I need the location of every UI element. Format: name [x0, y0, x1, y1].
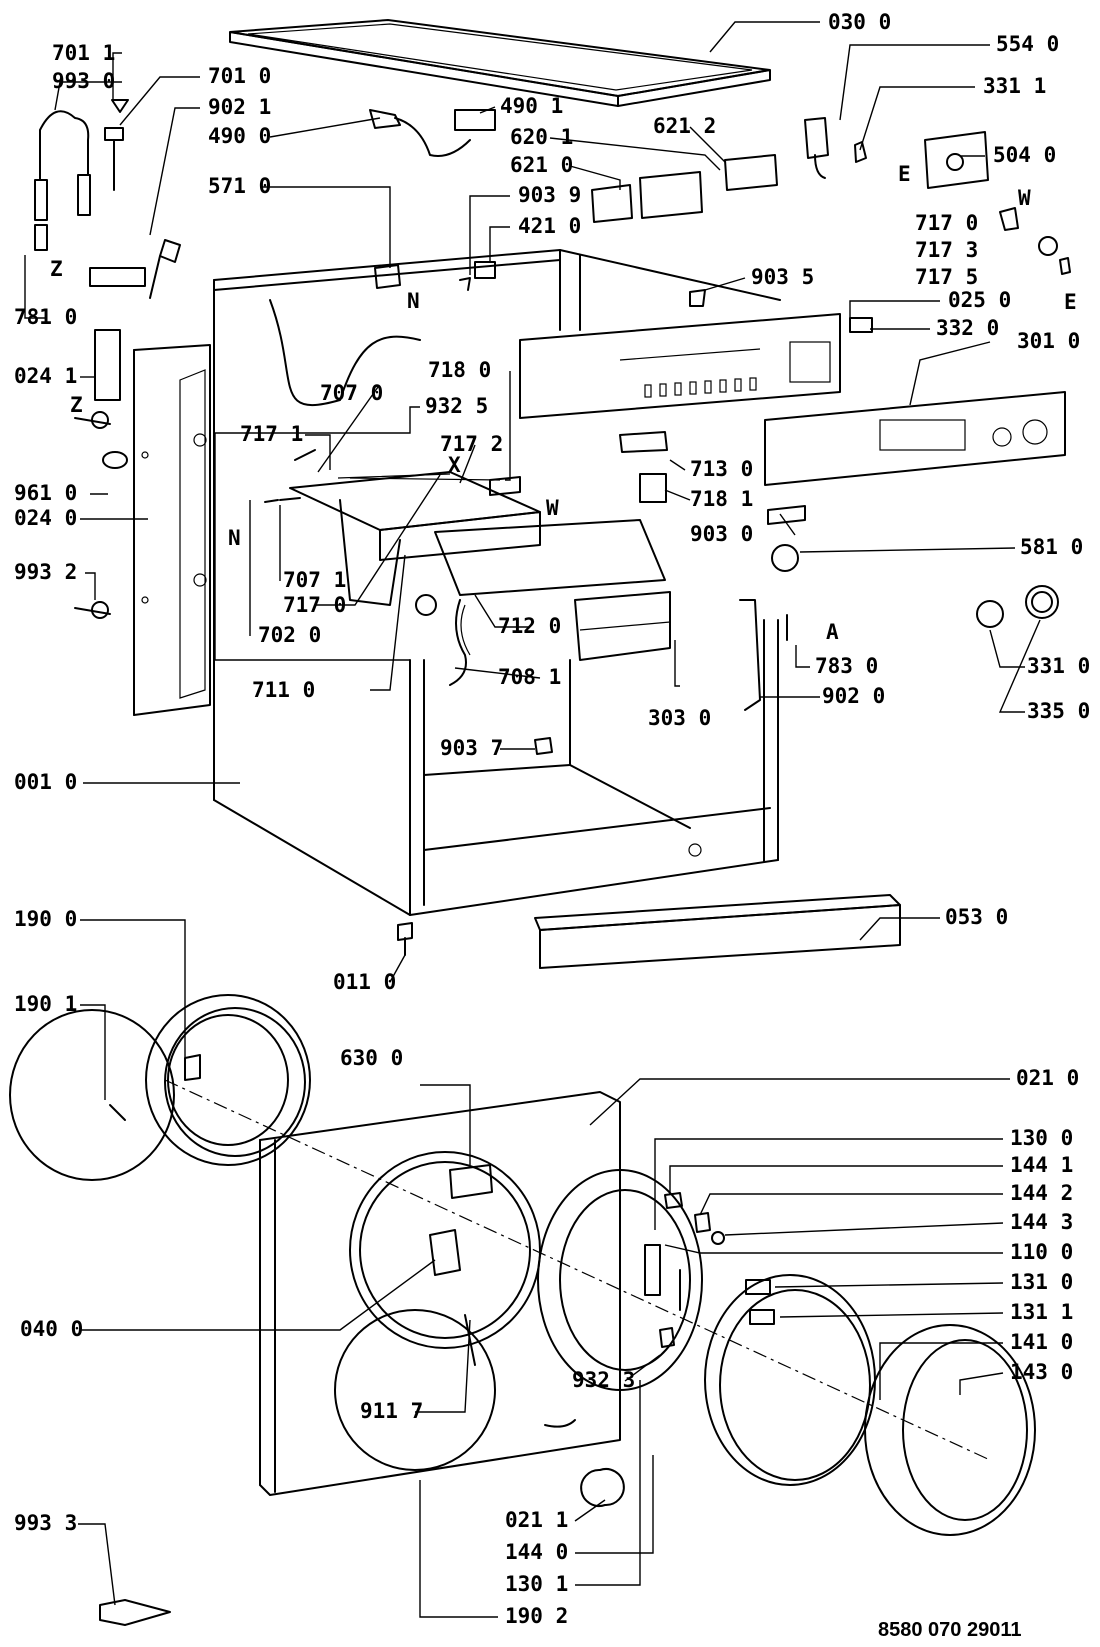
callout-130-0: 130 0 — [1010, 1126, 1073, 1150]
letter-w-1: W — [1018, 186, 1031, 210]
callout-621-0: 621 0 — [510, 153, 573, 177]
diagram-number: 8580 070 29011 — [878, 1619, 1022, 1641]
callout-707-0: 707 0 — [320, 381, 383, 405]
callout-030-0: 030 0 — [828, 10, 891, 34]
callout-708-1: 708 1 — [498, 665, 561, 689]
callout-303-0: 303 0 — [648, 706, 711, 730]
callout-932-3: 932 3 — [572, 1368, 635, 1392]
callout-718-1: 718 1 — [690, 487, 753, 511]
callout-011-0: 011 0 — [333, 970, 396, 994]
callout-702-0: 702 0 — [258, 623, 321, 647]
callout-961-0: 961 0 — [14, 481, 77, 505]
callout-021-1: 021 1 — [505, 1508, 568, 1532]
letter-w-2: W — [546, 496, 559, 520]
callout-335-0: 335 0 — [1027, 699, 1090, 723]
side-panel-part — [133, 344, 211, 716]
callout-110-0: 110 0 — [1010, 1240, 1073, 1264]
letter-n-1: N — [407, 289, 420, 313]
callout-141-0: 141 0 — [1010, 1330, 1073, 1354]
callout-131-0: 131 0 — [1010, 1270, 1073, 1294]
callout-902-1: 902 1 — [208, 95, 271, 119]
front-panel-part — [259, 1091, 621, 1496]
leader-lines — [24, 21, 1041, 1618]
callout-001-0: 001 0 — [14, 770, 77, 794]
callout-144-0: 144 0 — [505, 1540, 568, 1564]
callout-902-0: 902 0 — [822, 684, 885, 708]
callout-504-0: 504 0 — [993, 143, 1056, 167]
callout-053-0: 053 0 — [945, 905, 1008, 929]
callout-571-0: 571 0 — [208, 174, 271, 198]
callout-490-0: 490 0 — [208, 124, 271, 148]
callout-labels: 701 1 993 0 701 0 902 1 490 0 571 0 781 … — [14, 10, 1090, 1628]
callout-025-0: 025 0 — [948, 288, 1011, 312]
callout-993-0: 993 0 — [52, 69, 115, 93]
callout-130-1: 130 1 — [505, 1572, 568, 1596]
callout-332-0: 332 0 — [936, 316, 999, 340]
callout-040-0: 040 0 — [20, 1317, 83, 1341]
dispenser-part — [289, 471, 671, 686]
callout-711-0: 711 0 — [252, 678, 315, 702]
door-seal-part — [9, 994, 991, 1461]
callout-581-0: 581 0 — [1020, 535, 1083, 559]
callout-903-7: 903 7 — [440, 736, 503, 760]
door-ring-part — [537, 1169, 1036, 1536]
callout-717-1: 717 1 — [240, 422, 303, 446]
callout-131-1: 131 1 — [1010, 1300, 1073, 1324]
callout-707-1: 707 1 — [283, 568, 346, 592]
callout-621-2: 621 2 — [653, 114, 716, 138]
callout-717-5: 717 5 — [915, 265, 978, 289]
cabinet-part — [213, 249, 781, 916]
letter-e-2: E — [1064, 290, 1077, 314]
callout-712-0: 712 0 — [498, 614, 561, 638]
letter-z-2: Z — [70, 393, 83, 417]
callout-190-1: 190 1 — [14, 992, 77, 1016]
callout-717-3: 717 3 — [915, 238, 978, 262]
callout-718-0: 718 0 — [428, 358, 491, 382]
callout-421-0: 421 0 — [518, 214, 581, 238]
callout-903-9: 903 9 — [518, 183, 581, 207]
callout-783-0: 783 0 — [815, 654, 878, 678]
callout-024-1: 024 1 — [14, 364, 77, 388]
callout-021-0: 021 0 — [1016, 1066, 1079, 1090]
callout-331-0: 331 0 — [1027, 654, 1090, 678]
callout-932-5: 932 5 — [425, 394, 488, 418]
callout-717-0-a: 717 0 — [283, 593, 346, 617]
callout-701-1: 701 1 — [52, 41, 115, 65]
callout-190-0: 190 0 — [14, 907, 77, 931]
letter-x: X — [448, 453, 461, 477]
callout-024-0: 024 0 — [14, 506, 77, 530]
letter-a: A — [826, 620, 839, 644]
callout-301-0: 301 0 — [1017, 329, 1080, 353]
callout-331-1: 331 1 — [983, 74, 1046, 98]
callout-781-0: 781 0 — [14, 305, 77, 329]
callout-993-3: 993 3 — [14, 1511, 77, 1535]
callout-713-0: 713 0 — [690, 457, 753, 481]
callout-911-7: 911 7 — [360, 1399, 423, 1423]
kick-panel-part — [534, 894, 901, 969]
callout-144-1: 144 1 — [1010, 1153, 1073, 1177]
callout-903-5: 903 5 — [751, 265, 814, 289]
letter-z-1: Z — [50, 257, 63, 281]
callout-903-0: 903 0 — [690, 522, 753, 546]
callout-717-2: 717 2 — [440, 432, 503, 456]
callout-701-0: 701 0 — [208, 64, 271, 88]
control-panel-part — [519, 313, 1066, 486]
callout-993-2: 993 2 — [14, 560, 77, 584]
callout-490-1: 490 1 — [500, 94, 563, 118]
callout-620-1: 620 1 — [510, 125, 573, 149]
callout-143-0: 143 0 — [1010, 1360, 1073, 1384]
callout-144-3: 144 3 — [1010, 1210, 1073, 1234]
callout-630-0: 630 0 — [340, 1046, 403, 1070]
callout-717-0-b: 717 0 — [915, 211, 978, 235]
reference-letters: Z Z N N E E W W X A — [50, 162, 1077, 644]
letter-n-2: N — [228, 526, 241, 550]
extra-labels: 717 5 — [915, 265, 978, 289]
callout-144-2: 144 2 — [1010, 1181, 1073, 1205]
callout-190-2: 190 2 — [505, 1604, 568, 1628]
letter-e-1: E — [898, 162, 911, 186]
top-lid-part — [229, 18, 771, 107]
callout-554-0: 554 0 — [996, 32, 1059, 56]
